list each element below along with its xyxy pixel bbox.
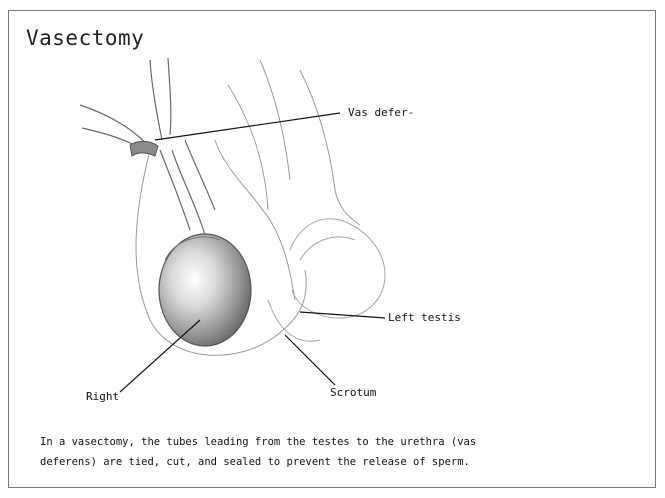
- caption-line-1: In a vasectomy, the tubes leading from t…: [40, 432, 600, 452]
- label-scrotum: Scrotum: [330, 386, 376, 399]
- right-testis-shape: [159, 234, 251, 346]
- leader-lines: [120, 113, 385, 392]
- label-vas-deferens: Vas defer-: [348, 106, 414, 119]
- leader-scrotum: [285, 335, 335, 385]
- left-testis-shape: [268, 219, 385, 341]
- leader-left-testis: [300, 312, 385, 318]
- label-left-testis: Left testis: [388, 311, 461, 324]
- vas-cut-segment: [130, 141, 158, 156]
- leader-vas-deferens: [155, 113, 340, 140]
- label-right: Right: [86, 390, 119, 403]
- figure-caption: In a vasectomy, the tubes leading from t…: [40, 432, 600, 472]
- caption-line-2: deferens) are tied, cut, and sealed to p…: [40, 452, 600, 472]
- leader-right: [120, 320, 200, 392]
